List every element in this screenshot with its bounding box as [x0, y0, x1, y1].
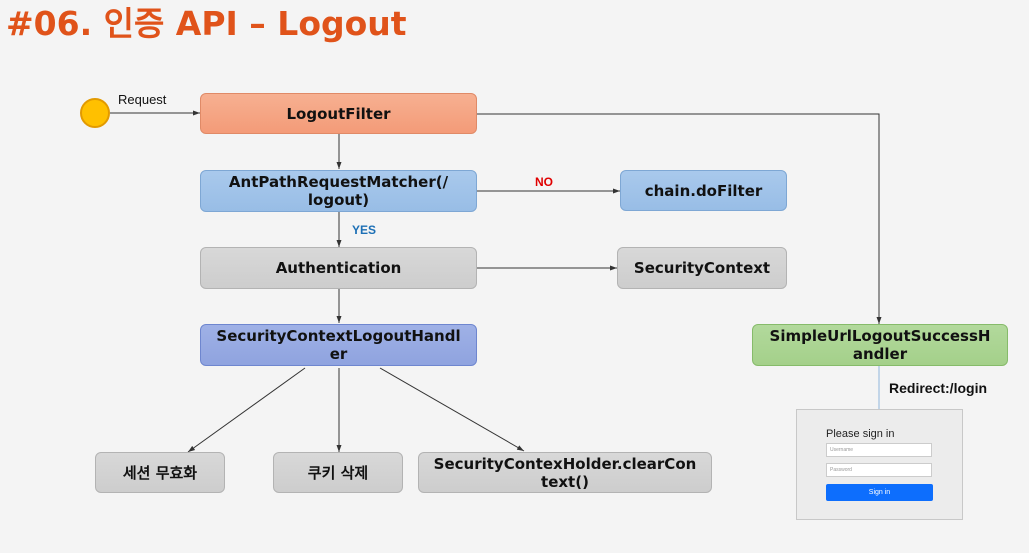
ant-path-matcher-line1: AntPathRequestMatcher(/	[228, 173, 449, 191]
authentication-node: Authentication	[200, 247, 477, 289]
security-context-text: SecurityContext	[633, 259, 771, 277]
security-context-node: SecurityContext	[617, 247, 787, 289]
arrow-handler-to-clear	[379, 367, 525, 452]
request-label: Request	[118, 92, 167, 107]
ant-path-matcher-node: AntPathRequestMatcher(/ logout)	[200, 170, 477, 212]
password-input: Password	[826, 463, 932, 477]
login-heading: Please sign in	[826, 428, 895, 440]
redirect-label: Redirect:/login	[889, 380, 988, 396]
arrow-handler-to-session	[187, 367, 306, 453]
cookie-delete-node: 쿠키 삭제	[273, 452, 403, 493]
clear-context-line2: text()	[541, 472, 589, 491]
logout-handler-line1: SecurityContextLogoutHandl	[216, 327, 461, 345]
session-invalidate-node: 세션 무효화	[95, 452, 225, 493]
login-page-preview: Please sign in Username Password Sign in	[796, 409, 963, 520]
cookie-delete-text: 쿠키 삭제	[307, 463, 369, 482]
arrow-filter-to-success	[477, 113, 882, 324]
authentication-text: Authentication	[275, 259, 402, 277]
chain-do-filter-node: chain.doFilter	[620, 170, 787, 211]
no-label: NO	[535, 175, 553, 189]
yes-label: YES	[352, 223, 377, 237]
security-context-logout-handler-node: SecurityContextLogoutHandl er	[200, 324, 477, 366]
simple-url-logout-success-handler-node: SimpleUrlLogoutSuccessH andler	[752, 324, 1008, 366]
success-handler-line1: SimpleUrlLogoutSuccessH	[769, 327, 991, 345]
session-invalidate-text: 세션 무효화	[122, 463, 198, 482]
logout-filter-node: LogoutFilter	[200, 93, 477, 134]
clear-context-node: SecurityContexHolder.clearCon text()	[418, 452, 712, 493]
page-title: #06. 인증 API – Logout	[6, 4, 407, 43]
ant-path-matcher-line2: logout)	[307, 191, 370, 209]
username-input: Username	[826, 443, 932, 457]
chain-do-filter-text: chain.doFilter	[644, 181, 763, 200]
logout-filter-text: LogoutFilter	[286, 104, 391, 123]
logout-handler-line2: er	[329, 345, 348, 363]
clear-context-line1: SecurityContexHolder.clearCon	[433, 454, 697, 473]
sign-in-button: Sign in	[826, 484, 933, 501]
success-handler-line2: andler	[852, 345, 908, 363]
start-node	[80, 98, 110, 128]
